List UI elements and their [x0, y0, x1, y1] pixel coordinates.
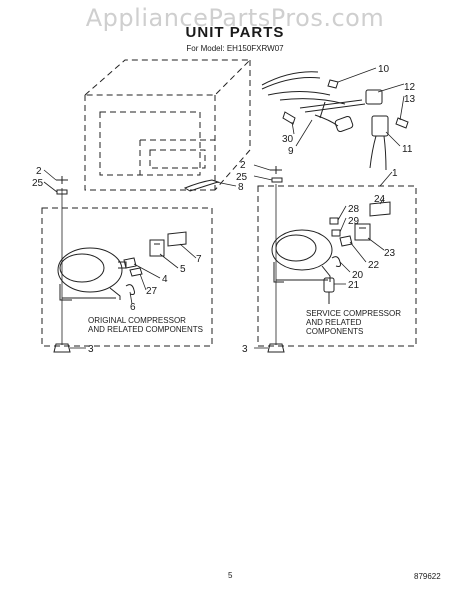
- callout-2-right: 2: [240, 160, 246, 171]
- service-compressor: [271, 229, 333, 283]
- callout-3-left: 3: [88, 344, 94, 355]
- left-caption-line-1: ORIGINAL COMPRESSOR: [88, 316, 186, 325]
- part-25-washer-left: [56, 189, 68, 195]
- callout-9: 9: [288, 146, 294, 157]
- service-compressor-caption: SERVICE COMPRESSOR AND RELATED COMPONENT…: [306, 309, 401, 336]
- part-6-spring: [125, 284, 135, 295]
- part-21-run-capacitor: [323, 277, 335, 304]
- callout-5: 5: [180, 264, 186, 275]
- callout-28: 28: [348, 204, 360, 215]
- part-5-relay: [149, 239, 165, 257]
- part-28-screw: [329, 217, 339, 225]
- part-7-overload-cover: [167, 231, 187, 247]
- callout-23: 23: [384, 248, 396, 259]
- page-number: 5: [228, 571, 233, 580]
- wiring-harness: [261, 71, 383, 133]
- right-caption-line-3: COMPONENTS: [306, 327, 363, 336]
- part-13-screw: [395, 117, 409, 129]
- callout-12: 12: [404, 82, 416, 93]
- callout-6: 6: [130, 302, 136, 313]
- callout-20: 20: [352, 270, 364, 281]
- callout-13: 13: [404, 94, 416, 105]
- model-line: For Model: EH150FXRW07: [186, 44, 284, 53]
- part-11-capacitor: [369, 115, 389, 171]
- watermark: AppliancePartsPros.com: [85, 4, 385, 32]
- callout-29: 29: [348, 216, 360, 227]
- part-29-clip: [331, 229, 341, 237]
- callout-1: 1: [392, 168, 398, 179]
- part-4-overload: [123, 257, 137, 269]
- part-25-washer-right: [271, 177, 283, 183]
- document-code: 879622: [414, 572, 441, 581]
- callout-30: 30: [282, 134, 294, 145]
- callout-10: 10: [378, 64, 390, 75]
- callout-21: 21: [348, 280, 360, 291]
- unit-housing: [83, 59, 252, 191]
- callout-4: 4: [162, 274, 168, 285]
- callout-25-right: 25: [236, 172, 248, 183]
- callout-7: 7: [196, 254, 202, 265]
- page-title: UNIT PARTS: [185, 24, 285, 41]
- callout-22: 22: [368, 260, 380, 271]
- service-compressor-box: [257, 185, 417, 347]
- part-3-grommet-right: [267, 343, 285, 353]
- right-caption-line-2: AND RELATED: [306, 318, 362, 327]
- leader-lines: [43, 67, 405, 349]
- original-compressor-caption: ORIGINAL COMPRESSOR AND RELATED COMPONEN…: [88, 316, 203, 334]
- part-22-overload: [339, 235, 353, 247]
- part-2-screw-left: [56, 176, 68, 184]
- right-caption-line-1: SERVICE COMPRESSOR: [306, 309, 401, 318]
- original-compressor-box: [41, 207, 213, 347]
- callout-25-left: 25: [32, 178, 44, 189]
- callout-3-right: 3: [242, 344, 248, 355]
- callout-24: 24: [374, 194, 386, 205]
- left-caption-line-2: AND RELATED COMPONENTS: [88, 325, 203, 334]
- original-compressor: [57, 247, 127, 301]
- callout-8: 8: [238, 182, 244, 193]
- part-27-clip: [129, 267, 143, 277]
- callout-2-left: 2: [36, 166, 42, 177]
- part-20-spring: [331, 256, 341, 267]
- part-2-screw-right: [270, 166, 282, 174]
- callout-numbers: 10 12 13 30 9 11 1 2 25 8 2 25 7 5 4 27 …: [32, 64, 416, 355]
- part-8-clip: [183, 179, 220, 192]
- part-3-grommet-left: [53, 343, 71, 353]
- callout-11: 11: [402, 144, 413, 155]
- part-24-cover: [369, 201, 391, 217]
- callout-27: 27: [146, 286, 158, 297]
